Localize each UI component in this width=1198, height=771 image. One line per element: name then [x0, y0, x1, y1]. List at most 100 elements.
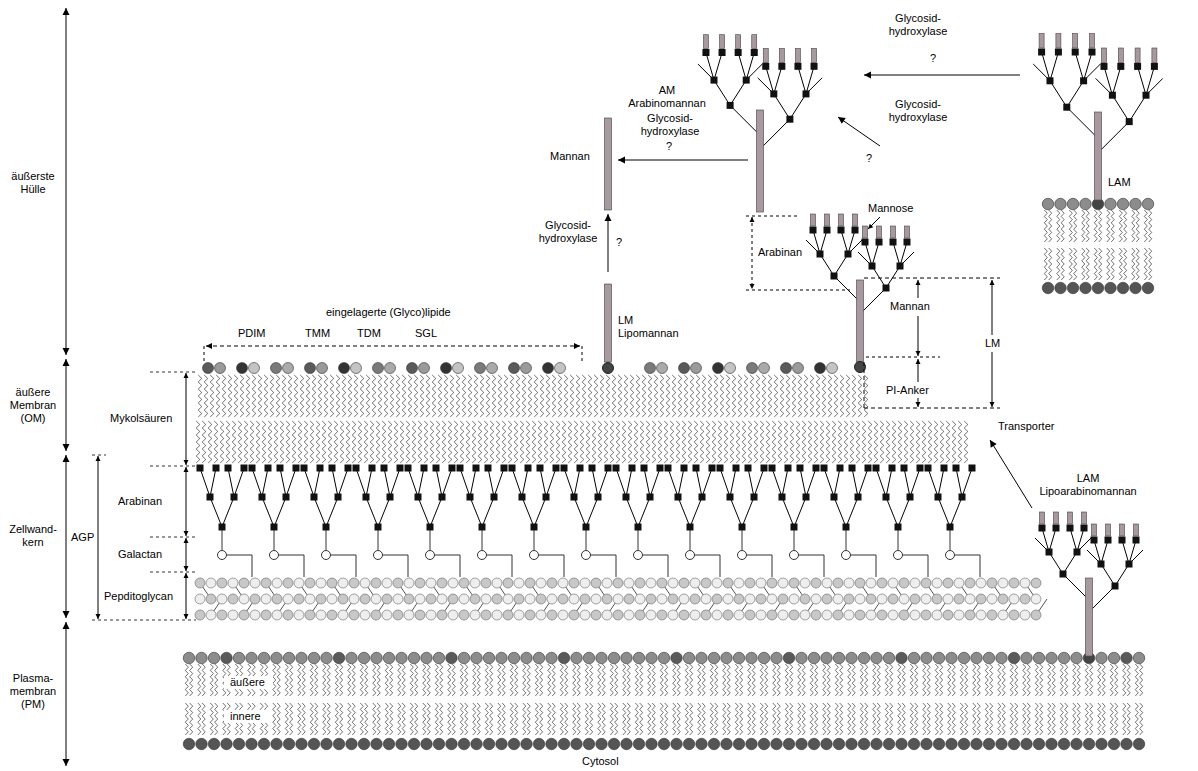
arabinose-unit	[876, 239, 883, 246]
lipid-tail	[1073, 703, 1076, 735]
mycolic-acid-chain	[666, 375, 670, 417]
arabinan-branch	[876, 468, 892, 497]
mycolic-acid-chain	[372, 375, 376, 417]
lipid-tail	[510, 664, 513, 696]
arrow-head	[916, 402, 921, 407]
arabinan-branch	[696, 468, 712, 497]
mycolic-acid-chain	[612, 375, 616, 417]
peptidoglycan-unit	[481, 578, 491, 588]
lipid-head	[1055, 282, 1067, 294]
arabinan-branch	[644, 468, 660, 497]
lipid-tail	[327, 664, 330, 696]
mycolic-acid-chain	[700, 421, 704, 463]
lipid-tail	[902, 664, 905, 696]
mycolic-acid-chain	[808, 421, 812, 463]
peptidoglycan-unit	[635, 594, 645, 604]
mycolic-acid-chain	[690, 375, 694, 417]
mannan-chain	[605, 118, 612, 210]
question-mark: ?	[866, 152, 872, 165]
peptidoglycan-unit	[602, 610, 612, 620]
glycolipid-head	[759, 363, 770, 374]
lipid-head	[633, 652, 645, 664]
mannose-cap	[1152, 48, 1157, 62]
arabinose-unit	[571, 494, 578, 501]
arabinan-branch	[893, 242, 907, 266]
mycolic-acid-chain	[592, 421, 596, 463]
mycolic-acid-chain	[220, 421, 224, 463]
lipid-head	[771, 652, 783, 664]
lipid-tail	[1102, 664, 1105, 696]
lipid-tail	[310, 703, 313, 735]
lipid-tail	[515, 703, 518, 735]
arabinose-unit	[897, 263, 904, 270]
arabinose-unit	[635, 524, 642, 531]
mycolic-acid-chain	[496, 421, 500, 463]
peptidoglycan-unit	[1031, 610, 1041, 620]
peptidoglycan-unit	[1020, 594, 1030, 604]
lipid-tail	[1077, 664, 1080, 696]
arabinose-unit	[778, 63, 785, 70]
peptidoglycan-unit	[998, 610, 1008, 620]
peptidoglycan-unit	[426, 610, 436, 620]
arabinose-unit	[647, 494, 654, 501]
dashed-tick	[150, 372, 196, 373]
mycolic-acid-chain	[816, 375, 820, 417]
peptidoglycan-unit	[349, 610, 359, 620]
lipid-tail	[302, 664, 305, 696]
lipid-tail	[990, 703, 993, 735]
arabinose-unit	[197, 465, 204, 472]
lipid-head	[1130, 282, 1142, 294]
pi-anchor-head	[603, 363, 614, 374]
peptidoglycan-unit	[525, 610, 535, 620]
mycolic-acid-chain	[786, 375, 790, 417]
lipid-tail	[815, 664, 818, 696]
arabinose-unit	[1067, 525, 1074, 532]
lipid-tail	[202, 703, 205, 735]
peptidoglycan-unit	[206, 578, 216, 588]
lipid-tail	[660, 703, 663, 735]
peptidoglycan-unit	[547, 578, 557, 588]
mannose-cap	[752, 35, 757, 49]
arabinose-unit	[1039, 525, 1046, 532]
lipid-head	[1121, 652, 1133, 664]
arabinose-unit	[345, 465, 352, 472]
mycolic-acid-chain	[846, 375, 850, 417]
arabinan-branch	[522, 497, 546, 527]
part-name: Galactan	[118, 548, 162, 561]
peptidoglycan-unit	[437, 578, 447, 588]
peptidoglycan-unit	[448, 578, 458, 588]
peptidoglycan-unit	[965, 578, 975, 588]
lipid-tail	[535, 664, 538, 696]
arabinan-branch	[774, 94, 806, 119]
lipid-tail	[577, 664, 580, 696]
arabinan-branch	[782, 497, 806, 527]
mycolic-acid-chain	[760, 421, 764, 463]
peptidoglycan-unit	[492, 578, 502, 588]
mycolic-acid-chain	[594, 375, 598, 417]
glycolipid-head	[725, 363, 736, 374]
peptidoglycan-unit	[657, 578, 667, 588]
lipid-tail	[660, 664, 663, 696]
dashed-frame	[864, 408, 1000, 409]
arabinose-unit	[935, 494, 942, 501]
arabinose-unit	[889, 465, 896, 472]
lipid-head	[1121, 738, 1133, 750]
mannose-cap	[1068, 512, 1073, 524]
dashed-tick	[746, 216, 800, 217]
peptidoglycan-unit	[404, 578, 414, 588]
arabinan-branch	[314, 497, 338, 527]
lipid-tail	[435, 703, 438, 735]
lipid-tail	[548, 703, 551, 735]
mycolic-acid-chain	[550, 421, 554, 463]
mycolic-acid-chain	[346, 421, 350, 463]
lipid-tail	[827, 703, 830, 735]
peptidoglycan-unit	[305, 610, 315, 620]
lipid-tail	[677, 664, 680, 696]
lipid-tail	[360, 703, 363, 735]
mycolic-acid-chain	[604, 421, 608, 463]
lipid-tail	[602, 703, 605, 735]
mycolic-acid-chain	[618, 375, 622, 417]
lipid-tail	[590, 664, 593, 696]
mycolic-acid-chain	[910, 421, 914, 463]
mycolic-acid-chain	[616, 421, 620, 463]
